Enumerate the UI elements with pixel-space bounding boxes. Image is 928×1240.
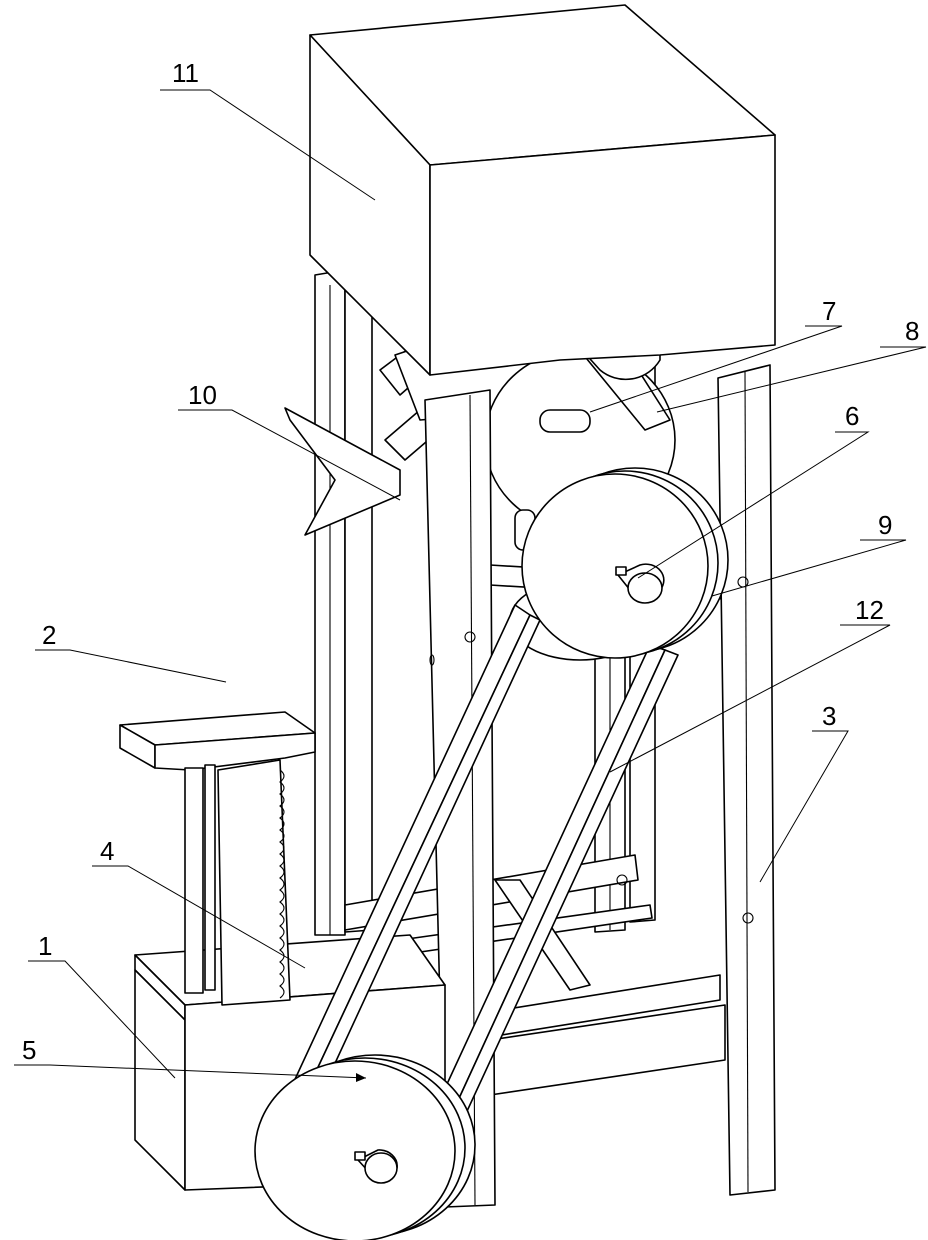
right-post-3 [717,364,776,1196]
label-2: 2 [35,620,227,683]
label-9: 9 [711,510,907,597]
upper-pulley-6 [521,467,729,659]
label-11: 11 [160,58,376,201]
lower-pulley-5 [254,1054,476,1240]
belts-12 [289,604,679,1123]
label-6: 6 [637,401,870,579]
svg-text:5: 5 [22,1035,36,1065]
label-1: 1 [28,931,176,1079]
hopper-box-11 [309,4,776,376]
svg-text:1: 1 [38,931,52,961]
press-2 [119,711,316,1006]
svg-text:8: 8 [905,316,919,346]
svg-text:3: 3 [822,701,836,731]
svg-text:2: 2 [42,620,56,650]
label-7: 7 [589,296,843,413]
svg-text:10: 10 [188,380,217,410]
svg-text:4: 4 [100,836,114,866]
label-3: 3 [759,701,849,883]
label-10: 10 [178,380,401,501]
svg-text:12: 12 [855,595,884,625]
svg-text:11: 11 [172,58,199,88]
svg-text:7: 7 [822,296,836,326]
label-8: 8 [656,316,927,413]
label-12: 12 [609,595,891,773]
svg-text:6: 6 [845,401,859,431]
label-5: 5 [14,1035,367,1082]
svg-text:9: 9 [878,510,892,540]
label-4: 4 [92,836,306,969]
